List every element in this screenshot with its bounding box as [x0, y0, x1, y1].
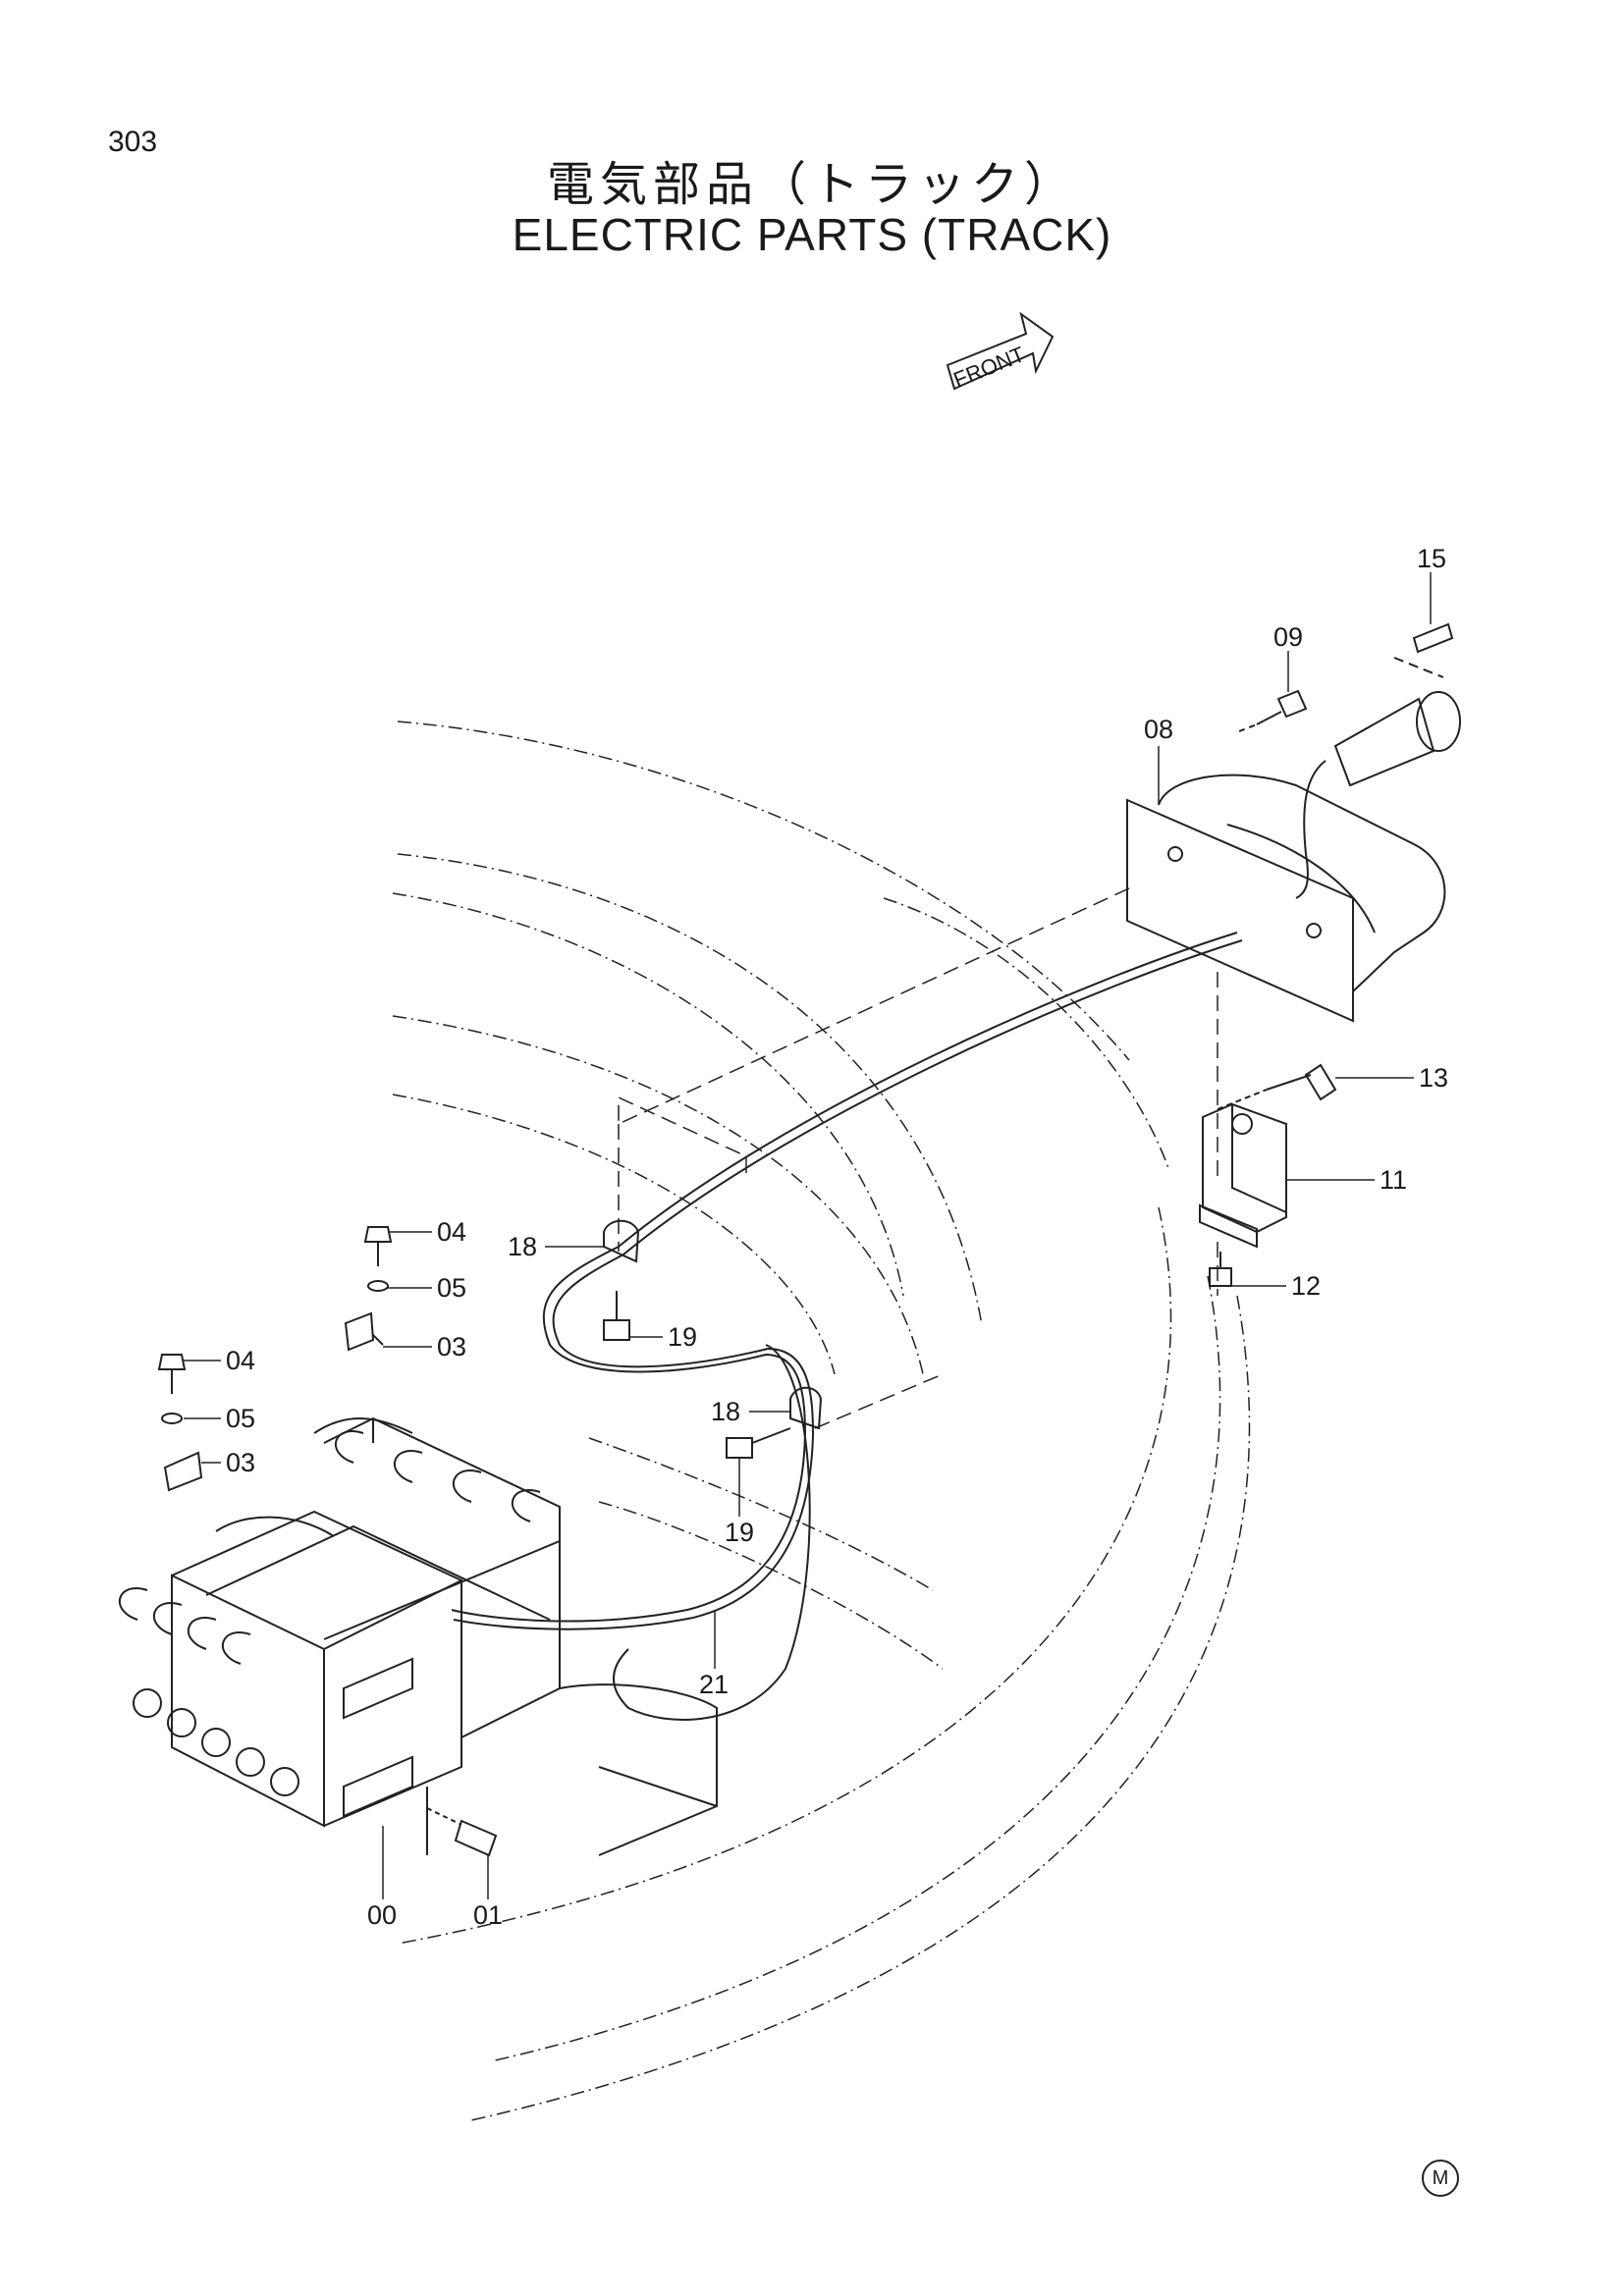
callout-04-upper: 04: [437, 1217, 466, 1247]
page-number: 303: [108, 126, 158, 158]
front-arrow: FRONT: [946, 311, 1055, 393]
title-japanese: 電気部品（トラック）: [546, 157, 1077, 212]
callout-03-lower: 03: [226, 1448, 255, 1477]
harness: [451, 932, 1243, 1721]
bolt-19-upper: [603, 1291, 630, 1341]
washer-05-upper: [367, 1280, 389, 1292]
callout-13: 13: [1419, 1063, 1448, 1093]
callout-00: 00: [367, 1900, 397, 1930]
cigar-socket: [1295, 691, 1461, 899]
callout-21: 21: [699, 1670, 729, 1699]
panel-plate: [1126, 774, 1446, 1023]
bracket-03-lower: [163, 1451, 203, 1492]
nut-09: [1238, 689, 1308, 732]
callout-05-lower: 05: [226, 1404, 255, 1433]
callout-19-upper: 19: [668, 1322, 697, 1352]
bracket-03-upper: [344, 1311, 384, 1352]
bolt-04-lower: [157, 1354, 187, 1394]
callout-04-lower: 04: [226, 1346, 255, 1375]
title-english: ELECTRIC PARTS (TRACK): [512, 209, 1112, 260]
bolt-12: [1209, 1252, 1232, 1287]
clamp-18-lower: [789, 1386, 823, 1430]
callout-labels: 15 09 08 13 11 12 04 05 03 04 05 03 18 1…: [226, 544, 1448, 1930]
callout-11: 11: [1380, 1165, 1407, 1195]
callout-19-lower: 19: [725, 1518, 754, 1547]
wing-bolt-13: [1217, 1063, 1337, 1110]
switch-11: [1199, 1102, 1287, 1249]
dashed-leaders: [618, 887, 1218, 1429]
callout-03-upper: 03: [437, 1332, 466, 1362]
callout-12: 12: [1291, 1271, 1321, 1301]
screw-15: [1393, 622, 1454, 678]
callout-01: 01: [473, 1900, 503, 1930]
callout-09: 09: [1273, 622, 1303, 652]
clamp-18-upper: [603, 1219, 640, 1263]
callout-18-upper: 18: [508, 1232, 537, 1261]
callout-18-lower: 18: [711, 1397, 740, 1426]
solenoid-valve-block: [118, 1416, 718, 1856]
bolt-01: [426, 1807, 498, 1857]
callout-05-upper: 05: [437, 1273, 466, 1303]
cab-outline: [392, 721, 1251, 2121]
callout-leaders: [184, 572, 1432, 1899]
callout-15: 15: [1417, 544, 1446, 573]
washer-05-lower: [161, 1413, 183, 1424]
bolt-19-lower: [726, 1427, 791, 1459]
corner-mark: M: [1422, 2160, 1459, 2197]
bolt-04-upper: [363, 1226, 393, 1266]
callout-08: 08: [1144, 715, 1173, 744]
